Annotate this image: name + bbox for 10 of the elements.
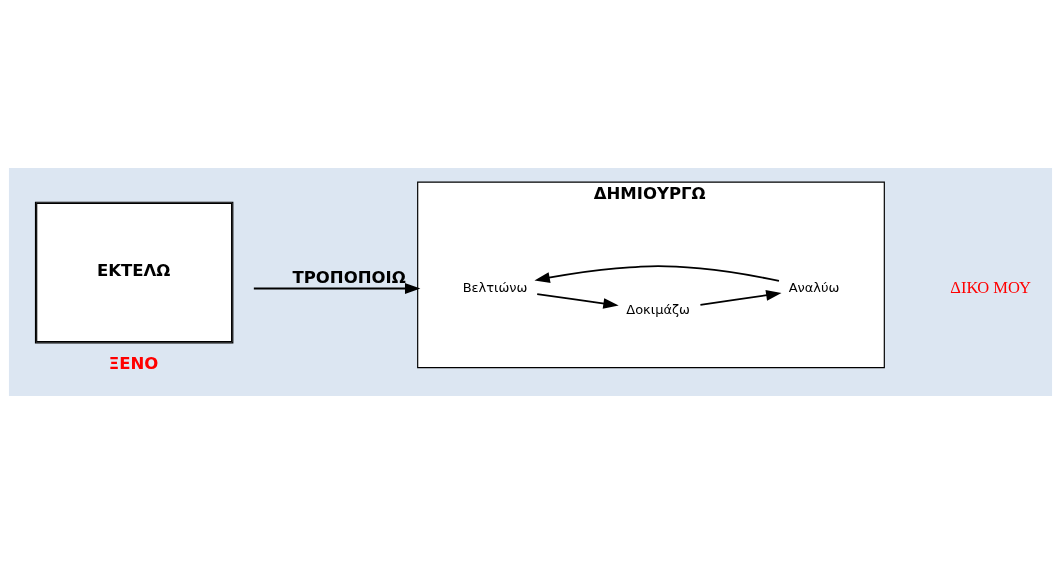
arrow xyxy=(534,265,780,283)
arrow xyxy=(536,293,619,309)
arrow xyxy=(699,289,782,306)
node-text: Βελτιώνω xyxy=(462,279,528,295)
node-text: Αναλύω xyxy=(788,279,840,295)
node-text: Δοκιμάζω xyxy=(626,302,690,318)
node-label: ΞΕΝΟ xyxy=(108,354,159,374)
node-label: ΔΙΚΟ ΜΟΥ xyxy=(950,277,1031,297)
edge-label: ΤΡΟΠΟΠΟΙΩ xyxy=(292,267,406,287)
arrow xyxy=(252,283,421,294)
